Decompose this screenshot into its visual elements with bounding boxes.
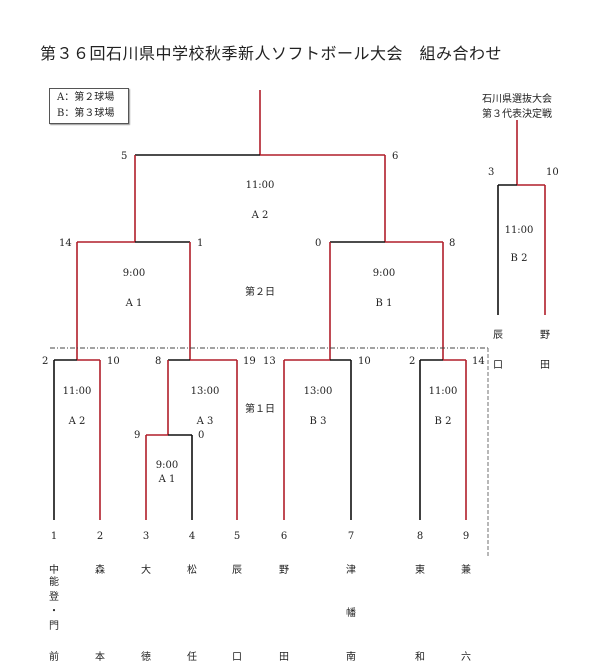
team-1-top: 中 bbox=[49, 565, 59, 576]
side-field: B 2 bbox=[510, 253, 528, 264]
team-3-bottom: 徳 bbox=[141, 652, 151, 663]
final-time: 11:00 bbox=[245, 180, 275, 191]
side-time: 11:00 bbox=[504, 225, 534, 236]
team-1-mid: 能 登 ・ 門 bbox=[49, 577, 59, 632]
seed-5: 5 bbox=[233, 531, 241, 542]
semi2-score-right: 8 bbox=[449, 238, 456, 249]
r1-b2-time: 11:00 bbox=[428, 386, 458, 397]
team-4-top: 松 bbox=[187, 565, 197, 576]
r1-a2-field: A 2 bbox=[68, 416, 86, 427]
field-legend: A：第２球場 B：第３球場 bbox=[49, 88, 129, 124]
team-2-bottom: 本 bbox=[95, 652, 105, 663]
team-2-top: 森 bbox=[95, 565, 105, 576]
r1-b3-time: 13:00 bbox=[303, 386, 333, 397]
final-score-left: 5 bbox=[121, 151, 128, 162]
r1-b3-score-right: 10 bbox=[358, 356, 371, 367]
r1-a2-score-left: 2 bbox=[42, 356, 49, 367]
team-8-top: 東 bbox=[415, 565, 425, 576]
team-7-top: 津 bbox=[346, 565, 356, 576]
team-6-top: 野 bbox=[279, 565, 289, 576]
seed-7: 7 bbox=[347, 531, 355, 542]
team-9-top: 兼 bbox=[461, 565, 471, 576]
seed-9: 9 bbox=[462, 531, 470, 542]
r1-a2-time: 11:00 bbox=[62, 386, 92, 397]
semi1-score-left: 14 bbox=[59, 238, 72, 249]
side-right-team-1: 野 bbox=[540, 330, 550, 341]
seed-1: 1 bbox=[50, 531, 58, 542]
seed-4: 4 bbox=[188, 531, 196, 542]
r1-a3-score-left: 8 bbox=[155, 356, 162, 367]
side-score-left: 3 bbox=[488, 167, 495, 178]
page-title: 第３６回石川県中学校秋季新人ソフトボール大会 組み合わせ bbox=[40, 44, 503, 63]
r1-a3-score-right: 19 bbox=[243, 356, 256, 367]
semi2-score-left: 0 bbox=[315, 238, 322, 249]
semi1-field: A 1 bbox=[125, 298, 143, 309]
team-1-bottom: 前 bbox=[49, 652, 59, 663]
seed-2: 2 bbox=[96, 531, 104, 542]
final-score-right: 6 bbox=[392, 151, 399, 162]
side-left-team-1: 辰 bbox=[493, 330, 503, 341]
r1-a3-field: A 3 bbox=[196, 416, 214, 427]
side-left-team-2: 口 bbox=[493, 360, 503, 371]
r1-b3-field: B 3 bbox=[309, 416, 327, 427]
team-9-bottom: 六 bbox=[461, 652, 471, 663]
semi2-field: B 1 bbox=[375, 298, 393, 309]
day1-label: 第１日 bbox=[245, 404, 275, 415]
final-field: A 2 bbox=[251, 210, 269, 221]
side-bracket-title: 石川県選抜大会 第３代表決定戦 bbox=[474, 92, 560, 122]
r0-a1-time: 9:00 bbox=[155, 460, 179, 471]
team-7-mid: 幡 bbox=[346, 608, 356, 619]
r0-a1-score-right: 0 bbox=[198, 430, 205, 441]
side-title-line1: 石川県選抜大会 bbox=[482, 94, 552, 105]
team-5-top: 辰 bbox=[232, 565, 242, 576]
r1-b3-score-left: 13 bbox=[263, 356, 276, 367]
legend-b: B：第３球場 bbox=[57, 108, 115, 119]
semi2-time: 9:00 bbox=[372, 268, 396, 279]
team-6-bottom: 田 bbox=[279, 652, 289, 663]
side-title-line2: 第３代表決定戦 bbox=[482, 109, 552, 120]
team-8-bottom: 和 bbox=[415, 652, 425, 663]
r1-a3-time: 13:00 bbox=[190, 386, 220, 397]
r0-a1-score-left: 9 bbox=[134, 430, 141, 441]
legend-a: A：第２球場 bbox=[57, 92, 115, 103]
team-3-top: 大 bbox=[141, 565, 151, 576]
seed-3: 3 bbox=[142, 531, 150, 542]
day2-label: 第２日 bbox=[245, 287, 275, 298]
r1-b2-score-left: 2 bbox=[409, 356, 416, 367]
seed-6: 6 bbox=[280, 531, 288, 542]
r1-a2-score-right: 10 bbox=[107, 356, 120, 367]
semi1-score-right: 1 bbox=[197, 238, 204, 249]
r1-b2-field: B 2 bbox=[434, 416, 452, 427]
side-score-right: 10 bbox=[546, 167, 559, 178]
r1-b2-score-right: 14 bbox=[472, 356, 485, 367]
team-4-bottom: 任 bbox=[187, 652, 197, 663]
semi1-time: 9:00 bbox=[122, 268, 146, 279]
seed-8: 8 bbox=[416, 531, 424, 542]
side-right-team-2: 田 bbox=[540, 360, 550, 371]
team-7-bottom: 南 bbox=[346, 652, 356, 663]
r0-a1-field: A 1 bbox=[158, 474, 176, 485]
team-5-bottom: 口 bbox=[232, 652, 242, 663]
